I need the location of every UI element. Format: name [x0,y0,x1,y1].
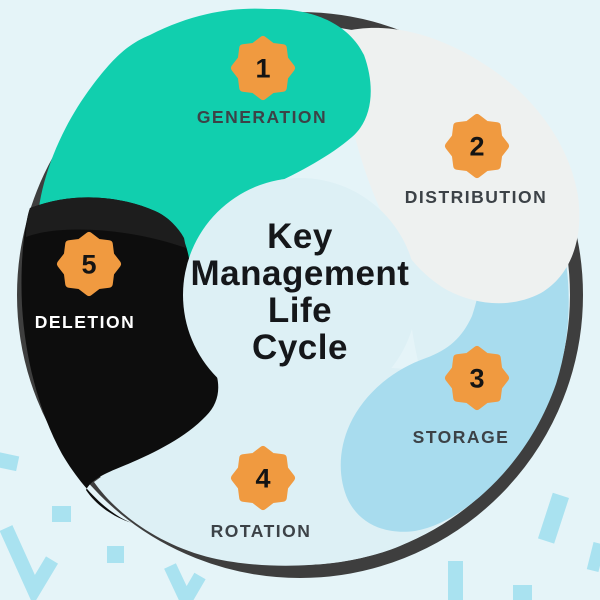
center-disc [183,178,417,412]
confetti-shape [513,585,532,600]
stage-1-label: GENERATION [197,107,327,127]
confetti-shape [0,451,20,472]
confetti-shape [107,546,124,563]
confetti-shape [448,561,463,600]
stage-3-label: STORAGE [413,427,510,447]
stage-4-number: 4 [255,464,270,494]
stage-1-badge: 1 [235,40,291,96]
stage-4-badge: 4 [235,450,291,506]
stage-labels: GENERATION DISTRIBUTION STORAGE ROTATION… [35,107,547,541]
stage-2-label: DISTRIBUTION [405,187,547,207]
stage-4-label: ROTATION [211,521,312,541]
confetti-check-shape [164,563,206,600]
stage-5-badge: 5 [61,236,117,292]
stage-3-badge: 3 [449,350,505,406]
diagram-title: Key Management Life Cycle [191,217,410,367]
stage-1-number: 1 [255,54,270,84]
stage-2-badge: 2 [449,118,505,174]
stage-5-label: DELETION [35,312,135,332]
title-line-3: Life [268,291,332,330]
stage-3-number: 3 [469,364,484,394]
confetti-shape [52,506,71,522]
confetti-shape [537,492,569,544]
stage-2-number: 2 [469,132,484,162]
deletion-blob-highlight [26,197,186,248]
stage-5-number: 5 [81,250,96,280]
stage-badges: 1 2 3 4 5 [61,40,505,506]
title-line-2: Management [191,254,410,293]
confetti-shape [586,541,600,573]
confetti-check-shape [0,525,59,600]
title-line-1: Key [267,217,333,256]
title-line-4: Cycle [252,328,348,367]
